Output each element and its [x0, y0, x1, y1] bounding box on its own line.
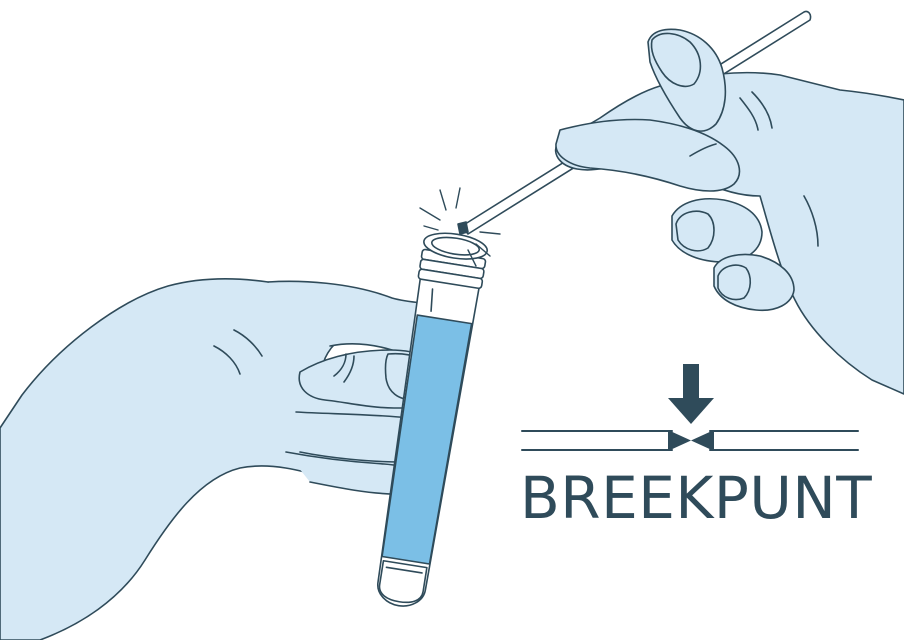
right-middle-nail: [676, 211, 714, 251]
down-arrow-head: [668, 398, 714, 424]
bowtie-breakpoint-icon: [668, 430, 714, 451]
down-arrow-icon: [683, 364, 699, 402]
swab-tip: [458, 222, 468, 234]
breakpoint-label: BREEKPUNT: [520, 466, 862, 530]
right-gloved-hand: [556, 29, 904, 394]
right-ring-nail: [718, 265, 750, 299]
breakpoint-symbol: [522, 364, 858, 451]
